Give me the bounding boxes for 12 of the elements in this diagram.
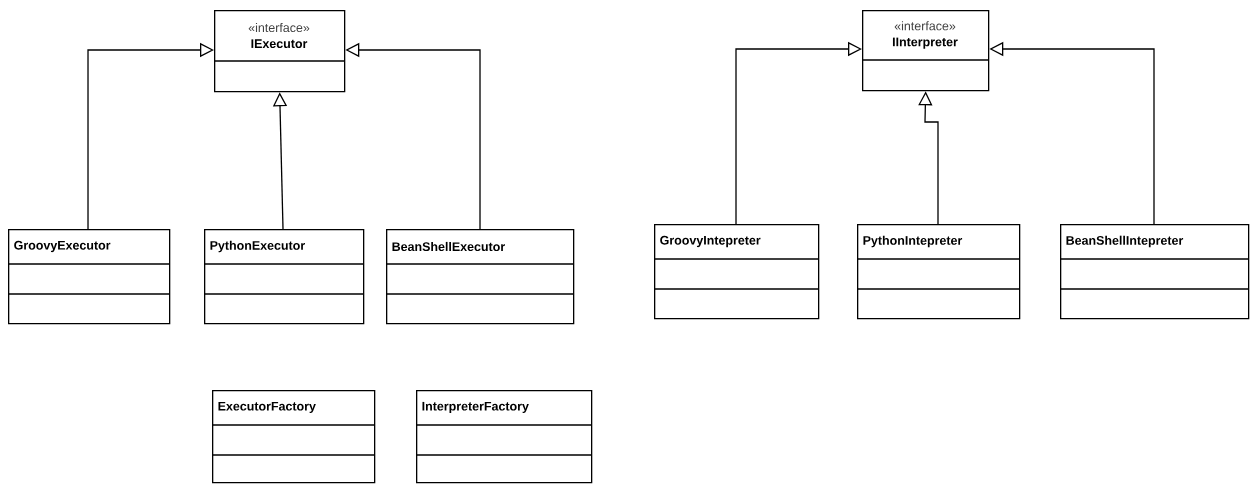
class-box: InterpreterFactory [415, 390, 593, 484]
class-box: PythonExecutor [203, 229, 365, 325]
generalization-arrow [87, 42, 214, 230]
class-box: PythonIntepreter [856, 224, 1021, 320]
generalization-arrow [735, 41, 862, 225]
class-box: BeanShellExecutor [385, 229, 575, 325]
class-box: GroovyIntepreter [653, 224, 820, 320]
class-box: «interface» IExecutor [213, 10, 346, 93]
class-box: ExecutorFactory [211, 390, 376, 484]
class-box: GroovyExecutor [7, 229, 171, 325]
class-box: «interface» IInterpreter [861, 10, 990, 92]
class-box: BeanShellIntepreter [1059, 224, 1250, 320]
